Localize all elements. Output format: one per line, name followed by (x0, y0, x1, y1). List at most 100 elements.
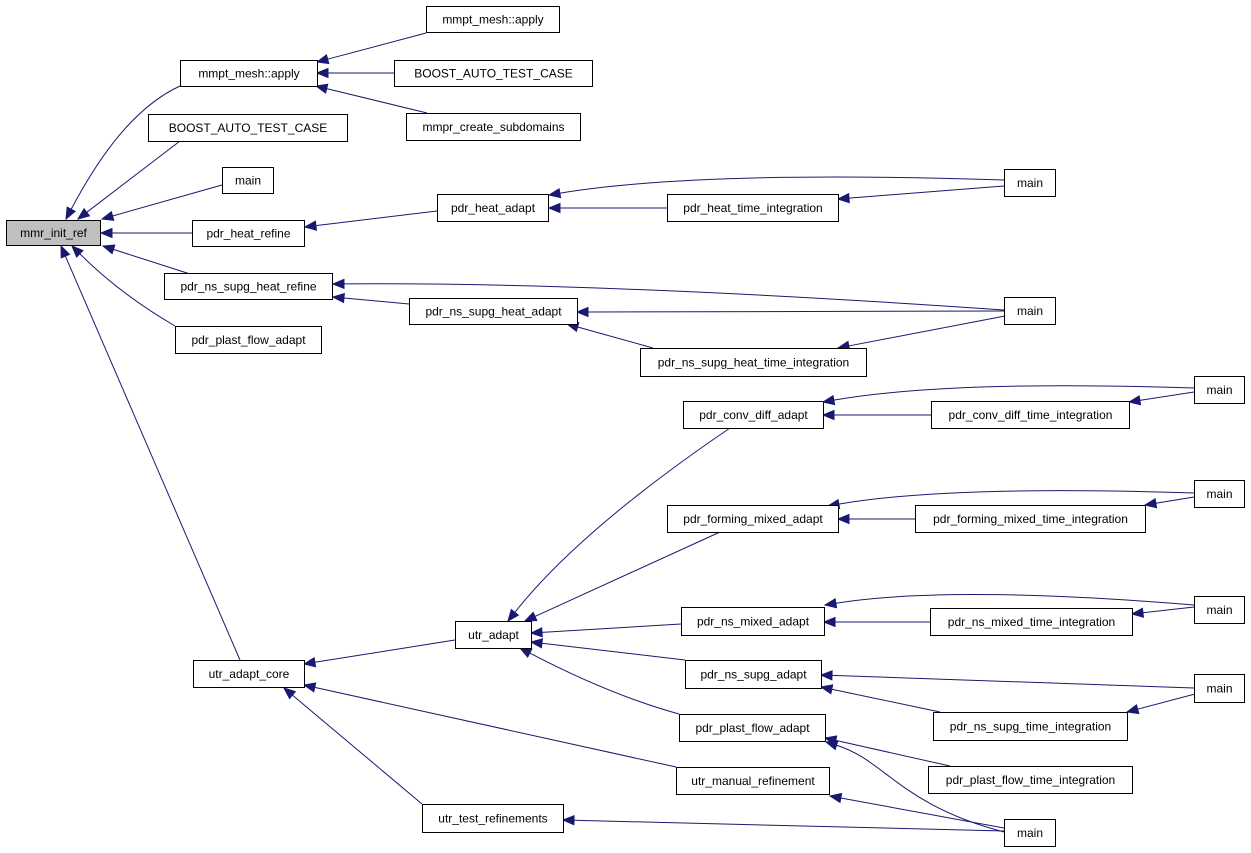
node-pdr-conv-diff-time[interactable]: pdr_conv_diff_time_integration (931, 401, 1130, 429)
node-pdr-ns-supg-heat-refine[interactable]: pdr_ns_supg_heat_refine (164, 273, 333, 300)
node-pdr-plast-flow-adapt-2[interactable]: pdr_plast_flow_adapt (679, 714, 826, 742)
node-pdr-plast-flow-adapt-1[interactable]: pdr_plast_flow_adapt (175, 326, 322, 354)
edge-pdr_ns_supg_heat_time-to-pdr_ns_supg_heat_adapt (565, 322, 654, 349)
edge-arrowhead (99, 227, 113, 239)
edge-line (314, 639, 456, 663)
node-pdr-heat-time[interactable]: pdr_heat_time_integration (667, 194, 839, 222)
node-pdr-ns-supg-time[interactable]: pdr_ns_supg_time_integration (933, 712, 1128, 741)
edge-line (541, 642, 686, 661)
node-main-8[interactable]: main (1004, 819, 1056, 847)
edge-arrowhead (302, 682, 317, 693)
edge-main_4-to-pdr_conv_diff_time (1127, 391, 1195, 406)
edge-line (315, 210, 438, 227)
edge-line (835, 594, 1195, 606)
edge-line (86, 140, 181, 213)
edge-line (848, 185, 1005, 199)
node-main-7[interactable]: main (1194, 674, 1245, 703)
node-pdr-forming-mixed-adapt[interactable]: pdr_forming_mixed_adapt (667, 505, 839, 533)
node-main-5[interactable]: main (1194, 480, 1245, 508)
edge-line (79, 253, 176, 327)
node-pdr-ns-mixed-adapt[interactable]: pdr_ns_mixed_adapt (681, 607, 825, 636)
edge-arrowhead (282, 687, 297, 700)
edge-arrowhead (821, 409, 835, 421)
node-label: pdr_heat_adapt (451, 201, 536, 215)
edge-arrowhead (828, 792, 843, 804)
edge-mmpr_create-to-mmpt_apply_1 (314, 83, 428, 114)
node-pdr-ns-mixed-time[interactable]: pdr_ns_mixed_time_integration (930, 608, 1133, 636)
edge-line (112, 184, 223, 217)
node-box (1004, 819, 1056, 847)
node-pdr-conv-diff-adapt[interactable]: pdr_conv_diff_adapt (683, 401, 824, 429)
edge-line (327, 32, 427, 60)
node-utr-manual-refinement[interactable]: utr_manual_refinement (676, 767, 830, 795)
edge-utr_adapt_core-to-mmr_init_ref (60, 244, 241, 661)
node-pdr-heat-adapt[interactable]: pdr_heat_adapt (437, 194, 549, 222)
edge-utr_adapt-to-utr_adapt_core (302, 639, 456, 668)
edge-arrowhead (823, 598, 838, 609)
node-boost-2[interactable]: BOOST_AUTO_TEST_CASE (148, 114, 348, 142)
edge-line (1139, 391, 1195, 401)
edge-pdr_plast_flow_adapt_2-to-utr_adapt (518, 647, 680, 715)
node-box (667, 505, 839, 533)
node-pdr-plast-flow-time[interactable]: pdr_plast_flow_time_integration (928, 766, 1133, 794)
node-main-6[interactable]: main (1194, 596, 1245, 624)
edge-main_8-to-utr_test_refinements (561, 815, 1005, 832)
edge-pdr_conv_diff_adapt-to-utr_adapt (507, 427, 731, 623)
node-main-2[interactable]: main (1004, 169, 1056, 197)
node-box (406, 113, 581, 141)
edge-arrowhead (575, 306, 589, 318)
node-box (409, 298, 578, 325)
edge-line (314, 686, 677, 768)
edge-pdr_forming_mixed_time-to-pdr_forming_mixed_adapt (836, 513, 915, 525)
node-pdr-forming-mixed-time[interactable]: pdr_forming_mixed_time_integration (915, 505, 1146, 533)
edge-arrowhead (71, 245, 84, 258)
edge-main_3-to-pdr_ns_supg_heat_time (836, 315, 1006, 351)
edge-main_8-to-pdr_plast_flow_adapt_2 (823, 735, 951, 767)
node-label: utr_adapt_core (209, 667, 290, 681)
edge-arrowhead (1125, 703, 1140, 715)
node-main-1[interactable]: main (222, 167, 274, 194)
node-label: main (1206, 603, 1232, 617)
node-utr-test-refinements[interactable]: utr_test_refinements (422, 804, 564, 833)
node-label: mmpr_create_subdomains (422, 120, 564, 134)
node-label: pdr_ns_mixed_adapt (697, 615, 810, 629)
edge-arrowhead (819, 684, 834, 695)
node-mmpt-apply-1[interactable]: mmpt_mesh::apply (180, 60, 318, 87)
edge-line (534, 531, 721, 617)
edge-arrowhead (1127, 395, 1142, 406)
edge-pdr_ns_supg_adapt-to-utr_adapt (529, 638, 686, 661)
edge-mmpt_apply_2-to-mmpt_apply_1 (315, 32, 427, 65)
edge-arrowhead (529, 638, 544, 649)
edge-pdr_conv_diff_time-to-pdr_conv_diff_adapt (821, 409, 931, 421)
edge-arrowhead (331, 278, 345, 290)
node-label: main (1017, 826, 1043, 840)
node-pdr-heat-refine[interactable]: pdr_heat_refine (192, 220, 305, 247)
node-main-4[interactable]: main (1194, 376, 1245, 404)
node-utr-adapt-core[interactable]: utr_adapt_core (193, 660, 305, 688)
edge-arrowhead (547, 202, 561, 214)
node-main-3[interactable]: main (1004, 297, 1056, 325)
edge-arrowhead (824, 740, 839, 751)
edge-arrowhead (547, 187, 562, 199)
node-box (422, 804, 564, 833)
node-pdr-ns-supg-heat-adapt[interactable]: pdr_ns_supg_heat_adapt (409, 298, 578, 325)
node-pdr-ns-supg-heat-time[interactable]: pdr_ns_supg_heat_time_integration (640, 348, 867, 377)
node-mmr-init-ref[interactable]: mmr_init_ref (6, 220, 101, 246)
node-box (679, 714, 826, 742)
edge-line (343, 283, 1005, 311)
edge-line (1137, 693, 1196, 710)
node-pdr-ns-supg-adapt[interactable]: pdr_ns_supg_adapt (685, 660, 822, 689)
edge-main_3-to-pdr_ns_supg_heat_refine (331, 278, 1005, 311)
edge-arrowhead (1143, 497, 1158, 509)
node-label: pdr_ns_supg_heat_time_integration (658, 356, 849, 370)
node-boost-1[interactable]: BOOST_AUTO_TEST_CASE (394, 60, 593, 87)
node-utr-adapt[interactable]: utr_adapt (455, 621, 532, 649)
edge-main_5-to-pdr_forming_mixed_time (1143, 496, 1195, 509)
node-mmpt-apply-2[interactable]: mmpt_mesh::apply (426, 6, 560, 33)
node-mmpr-create[interactable]: mmpr_create_subdomains (406, 113, 581, 141)
node-box (192, 220, 305, 247)
edge-line (514, 427, 731, 613)
node-box (1194, 596, 1245, 624)
edge-line (831, 688, 941, 713)
